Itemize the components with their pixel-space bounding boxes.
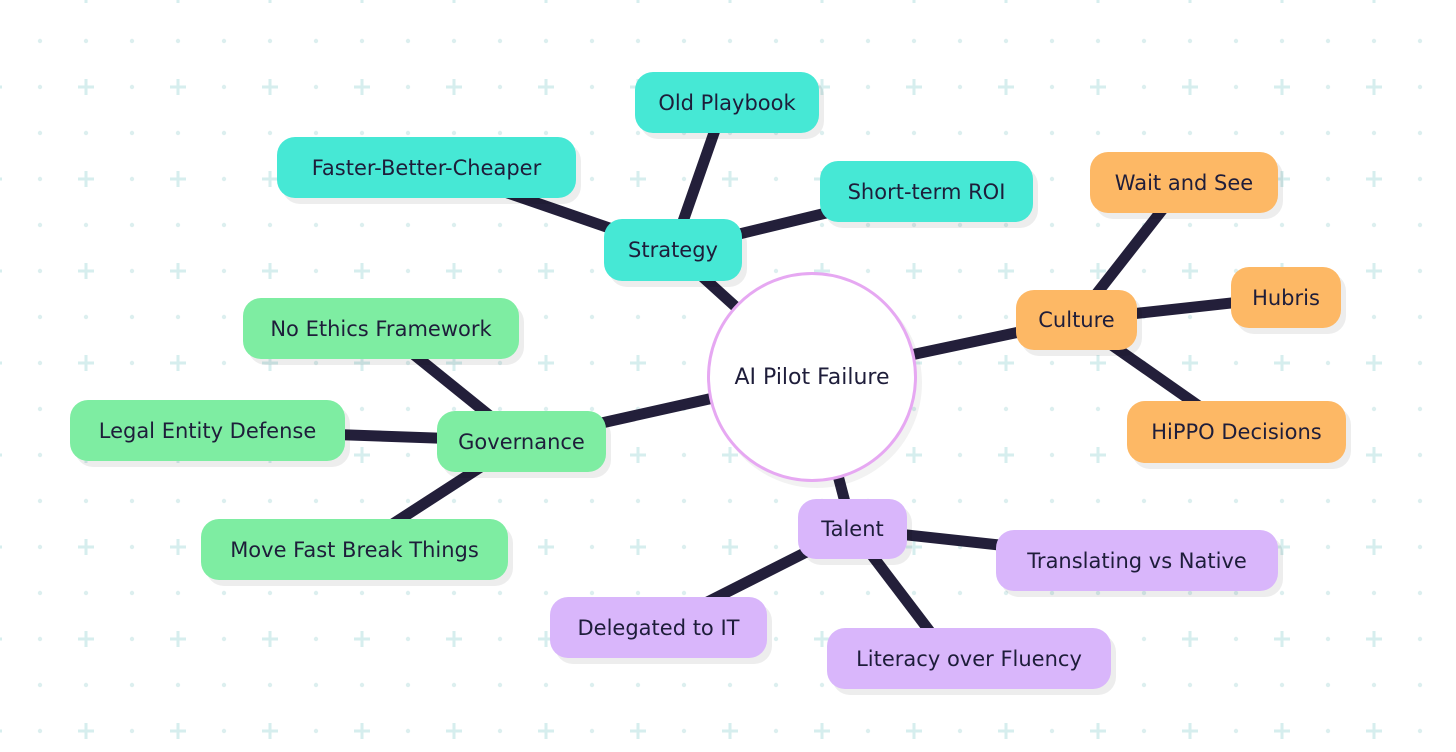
node-translating-vs-native[interactable]: Translating vs Native (996, 530, 1278, 591)
node-label: Literacy over Fluency (856, 646, 1082, 671)
node-culture[interactable]: Culture (1016, 290, 1137, 350)
node-label: Translating vs Native (1027, 548, 1247, 573)
node-legal-entity-defense[interactable]: Legal Entity Defense (70, 400, 345, 461)
node-no-ethics-framework[interactable]: No Ethics Framework (243, 298, 519, 359)
node-label: HiPPO Decisions (1151, 420, 1322, 444)
node-label: No Ethics Framework (270, 316, 492, 341)
node-label: Strategy (628, 238, 718, 262)
node-governance[interactable]: Governance (437, 411, 606, 472)
node-hippo-decisions[interactable]: HiPPO Decisions (1127, 401, 1346, 463)
node-label: Faster-Better-Cheaper (311, 155, 542, 180)
node-wait-and-see[interactable]: Wait and See (1090, 152, 1278, 213)
node-label: Hubris (1252, 285, 1320, 310)
node-move-fast-break-things[interactable]: Move Fast Break Things (201, 519, 508, 580)
node-label: Delegated to IT (577, 615, 740, 640)
node-delegated-to-it[interactable]: Delegated to IT (550, 597, 767, 658)
node-faster-better-cheaper[interactable]: Faster-Better-Cheaper (277, 137, 576, 198)
node-hubris[interactable]: Hubris (1231, 267, 1341, 328)
node-label: Move Fast Break Things (230, 537, 479, 562)
node-strategy[interactable]: Strategy (604, 219, 742, 281)
central-node-label: AI Pilot Failure (734, 364, 890, 390)
node-label: Governance (458, 429, 585, 454)
node-label: Culture (1038, 308, 1115, 332)
node-label: Talent (821, 517, 884, 541)
node-old-playbook[interactable]: Old Playbook (635, 72, 819, 133)
node-label: Short-term ROI (847, 179, 1006, 204)
node-label: Wait and See (1114, 170, 1254, 195)
node-label: Old Playbook (658, 90, 796, 115)
node-short-term-roi[interactable]: Short-term ROI (820, 161, 1033, 222)
node-literacy-over-fluency[interactable]: Literacy over Fluency (827, 628, 1111, 689)
node-talent[interactable]: Talent (798, 499, 907, 559)
node-label: Legal Entity Defense (98, 418, 317, 443)
central-node[interactable]: AI Pilot Failure (707, 272, 917, 482)
